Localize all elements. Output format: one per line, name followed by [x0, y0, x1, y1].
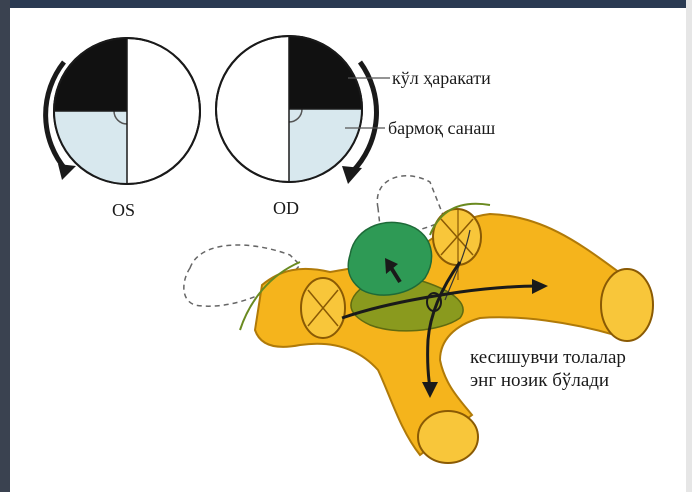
frame-top-border	[0, 0, 692, 8]
os-hand-motion-quadrant	[54, 38, 127, 111]
label-finger-count: бармоқ санаш	[388, 118, 495, 138]
optic-chiasm	[184, 176, 653, 463]
od-arrow-head	[342, 166, 362, 184]
os-visual-field	[54, 38, 200, 184]
label-hand-motion: кўл ҳаракати	[392, 68, 491, 88]
label-crossing-line2: энг нозик бўлади	[470, 370, 609, 391]
os-arrow-head	[58, 164, 76, 180]
label-od: OD	[273, 198, 299, 218]
label-os: OS	[112, 200, 135, 220]
left-optic-tract-end	[418, 411, 478, 463]
label-crossing-line1: кесишувчи толалар	[470, 347, 626, 368]
right-optic-tract-end	[601, 269, 653, 341]
pituitary-green-mass	[348, 222, 431, 295]
frame-right-border	[686, 0, 692, 492]
od-visual-field	[216, 36, 362, 182]
od-hand-motion-quadrant	[289, 36, 362, 109]
frame-left-border	[0, 0, 10, 492]
